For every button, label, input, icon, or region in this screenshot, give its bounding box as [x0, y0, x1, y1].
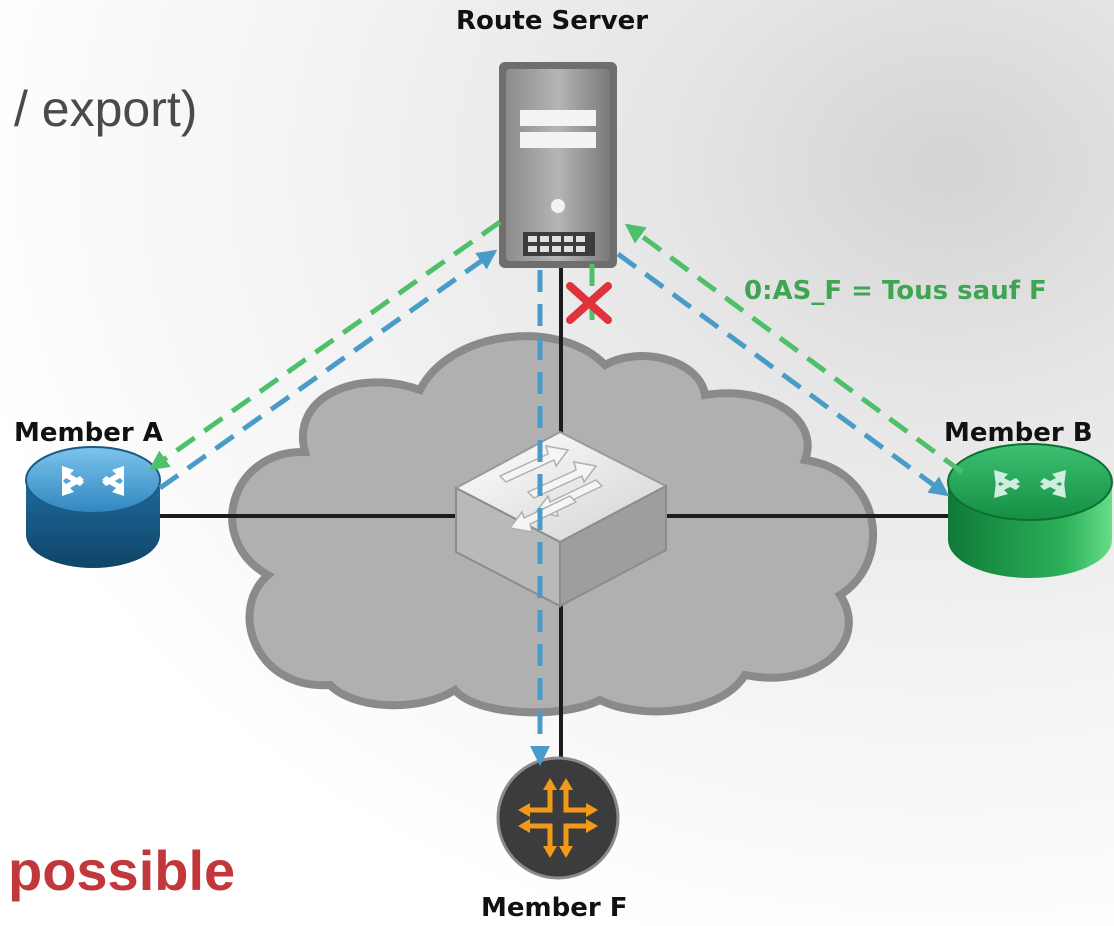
- community-annotation: 0:AS_F = Tous sauf F: [744, 276, 1047, 306]
- member-f-label: Member F: [481, 893, 628, 923]
- member-b-label: Member B: [944, 418, 1093, 448]
- router-icon: [947, 443, 1113, 578]
- server-icon: [499, 62, 617, 268]
- physical-links: [160, 262, 948, 772]
- arrow-member-b-to-route-server: [624, 223, 964, 475]
- propagate-arrows: [158, 249, 950, 766]
- route-server-label: Route Server: [456, 6, 649, 36]
- router-icon: [25, 446, 161, 568]
- arrow-route-server-to-member-a: [148, 219, 502, 471]
- member-a-label: Member A: [14, 418, 163, 448]
- slide-footer-text: possible: [8, 839, 236, 902]
- switch-icon: [453, 430, 669, 608]
- block-x-icon: [566, 282, 612, 324]
- arrow-member-a-to-route-server: [158, 249, 498, 491]
- slide-heading: / export): [14, 81, 198, 137]
- router-icon: [496, 756, 620, 880]
